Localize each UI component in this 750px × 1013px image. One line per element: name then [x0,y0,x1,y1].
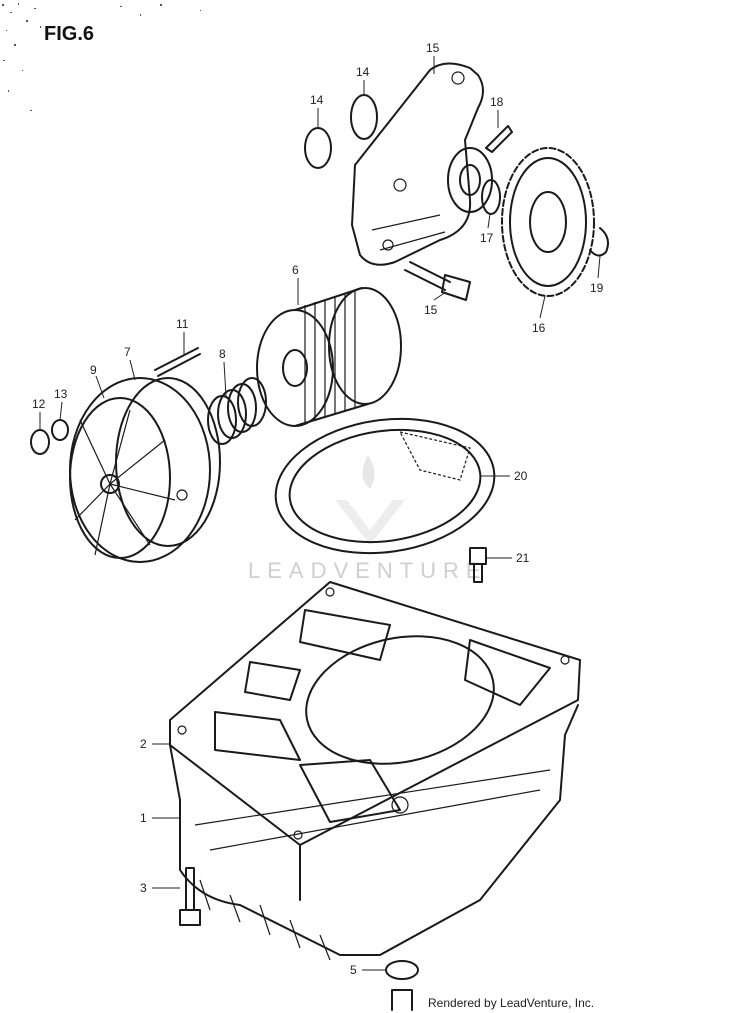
watermark-text: LEADVENTURE [248,558,488,583]
drain-plug [391,989,413,1011]
callout-10: 11 [176,317,189,331]
pump-bolt [404,261,471,301]
callout-14a: 14 [356,65,370,79]
callout-15: 15 [424,303,438,317]
callout-17: 17 [480,231,494,245]
nut-washer [51,419,69,441]
drain-washer [385,960,419,980]
callout-11: 12 [32,397,46,411]
callout-3: 3 [140,881,147,895]
filter-spring [207,377,267,445]
dowel-pin [485,125,513,153]
callout-7: 7 [124,345,131,359]
o-ring-upper [350,94,378,140]
callout-18: 18 [490,95,504,109]
callout-5: 5 [350,963,357,977]
oil-pump-body [351,62,493,266]
callout-19: 19 [590,281,604,295]
oil-pan [169,704,579,961]
callout-20: 20 [514,469,528,483]
oil-filter [256,287,402,427]
callout-12: 13 [54,387,68,401]
callout-labels: 15 14 14 18 17 19 16 15 6 11 8 7 9 13 12… [32,41,604,977]
callout-1: 1 [140,811,147,825]
callout-9: 9 [90,363,97,377]
scan-noise [2,3,201,111]
filter-cover-o-ring [115,377,221,547]
callout-6: 6 [292,263,299,277]
cover-gasket [274,417,496,555]
callout-16: 16 [532,321,546,335]
callout-2: 2 [140,737,147,751]
filter-pin [154,347,201,377]
callout-8: 8 [219,347,226,361]
figure-title: FIG.6 [44,23,94,45]
watermark-logo [335,455,405,545]
credit-text: Rendered by LeadVenture, Inc. [428,996,594,1010]
pump-gear [501,147,595,297]
circlip [589,227,609,257]
gasket-bolt [469,547,487,583]
leader-lines [39,56,601,971]
callout-14b: 14 [310,93,324,107]
pan-bolt [179,867,201,926]
callout-21: 21 [516,551,530,565]
oil-pan-gasket [169,581,581,846]
o-ring-lower [304,127,332,169]
washer [481,179,501,215]
callout-13: 15 [426,41,440,55]
filter-cover [69,377,211,563]
cap-nut [30,429,50,455]
